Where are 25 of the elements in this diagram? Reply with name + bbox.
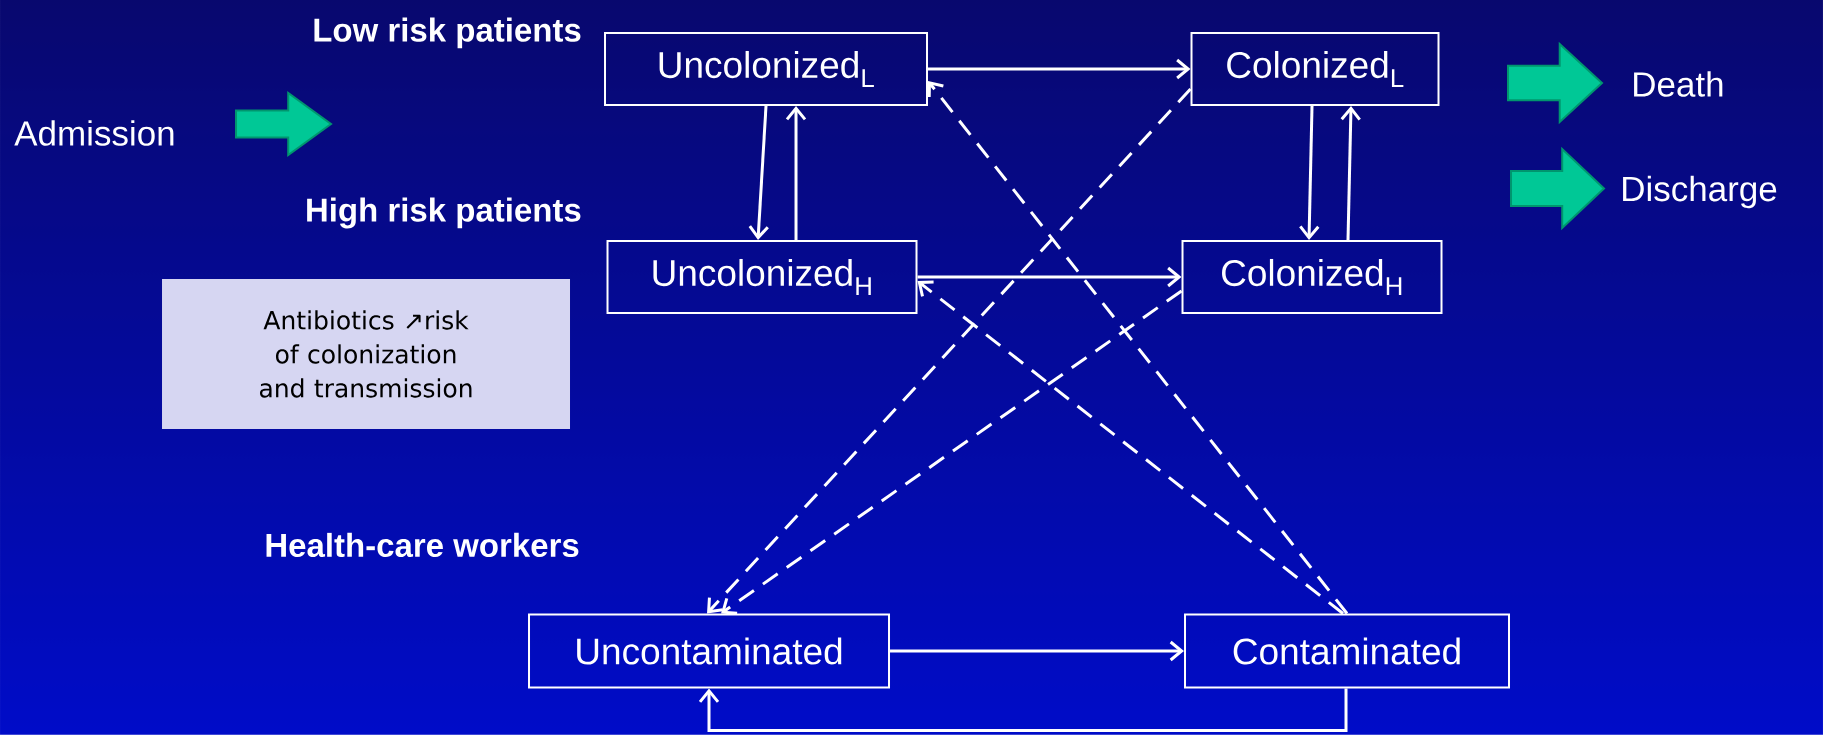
arrow xyxy=(1340,106,1361,241)
group-heading: Low risk patients xyxy=(314,17,581,49)
label: Admission xyxy=(14,120,174,146)
label: Death xyxy=(1634,71,1723,97)
state-box: Uncolonized$_{H}$ xyxy=(606,240,918,314)
state-box: Colonized$_{L}$ xyxy=(1190,32,1440,106)
group-heading: High risk patients xyxy=(307,197,581,229)
note-box: Antibiotics ↗risk of colonization and transmission xyxy=(162,279,570,429)
arrow xyxy=(721,289,1183,615)
arrow xyxy=(927,81,1349,615)
state-box: Uncolonized$_{L}$ xyxy=(604,32,928,106)
group-heading: Health-care workers xyxy=(266,532,579,558)
arrow xyxy=(748,105,769,240)
arrow xyxy=(785,106,807,240)
state-box: Contaminated xyxy=(1184,613,1510,689)
arrow xyxy=(928,58,1191,80)
arrow xyxy=(890,640,1184,662)
arrow xyxy=(917,280,1344,615)
arrow xyxy=(707,87,1192,614)
state-box: Uncontaminated xyxy=(528,613,890,689)
label: Discharge xyxy=(1623,175,1777,209)
arrow xyxy=(917,266,1182,288)
arrow xyxy=(698,688,1348,732)
state-box: Colonized$_{H}$ xyxy=(1181,240,1443,314)
arrow xyxy=(1299,105,1320,240)
